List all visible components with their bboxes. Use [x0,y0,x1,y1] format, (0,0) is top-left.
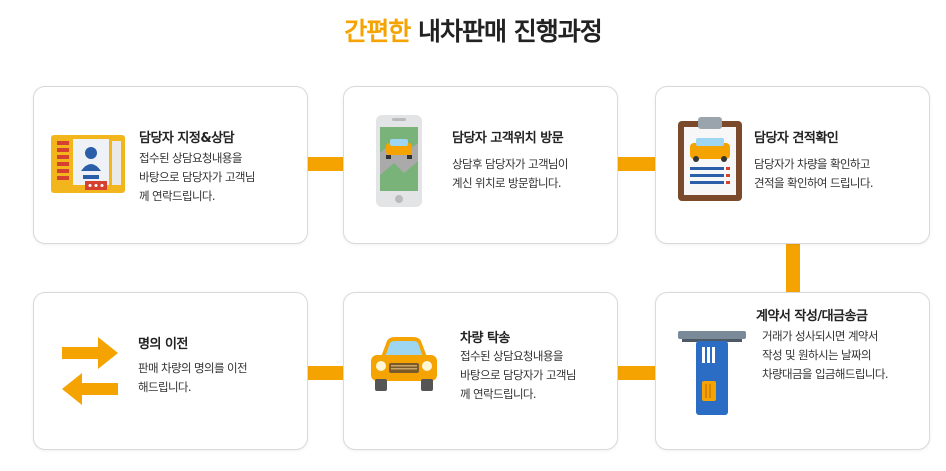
step-card-agent-assignment: 담당자 지정&상담 접수된 상담요청내용을 바탕으로 담당자가 고객님 께 연락… [33,86,308,244]
clipboard-car-icon [676,113,744,207]
agent-id-card-icon [49,133,127,199]
step-card-estimate-check: 담당자 견적확인 담당자가 차량을 확인하고 견적을 확인하여 드립니다. [655,86,930,244]
connector-3-4 [786,244,800,292]
step-title: 담당자 지정&상담 [139,131,235,146]
step-description: 접수된 상담요청내용을 바탕으로 담당자가 고객님 께 연락드립니다. [139,151,255,203]
atm-card-icon [676,331,748,421]
step-description: 상담후 담당자가 고객님이 계신 위치로 방문합니다. [452,157,568,190]
connector-5-6 [308,366,343,380]
step-card-vehicle-delivery: 차량 탁송 접수된 상담요청내용을 바탕으로 담당자가 고객님 께 연락드립니다… [343,292,618,450]
step-title: 차량 탁송 [460,331,510,346]
step-card-contract-payment: 계약서 작성/대금송금 거래가 성사되시면 계약서 작성 및 원하시는 날짜의 … [655,292,930,450]
step-title: 담당자 견적확인 [754,131,839,146]
step-card-ownership-transfer: 명의 이전 판매 차량의 명의를 이전 해드립니다. [33,292,308,450]
step-title: 계약서 작성/대금송금 [756,309,868,324]
transfer-arrows-icon [60,333,120,413]
step-card-customer-visit: 담당자 고객위치 방문 상담후 담당자가 고객님이 계신 위치로 방문합니다. [343,86,618,244]
title-accent: 간편한 [344,17,411,46]
connector-4-5 [618,366,655,380]
page-title: 간편한 내차판매 진행과정 [0,12,946,48]
step-description: 판매 차량의 명의를 이전 해드립니다. [138,361,248,394]
step-title: 명의 이전 [138,337,188,352]
title-rest: 내차판매 진행과정 [418,17,603,46]
step-description: 담당자가 차량을 확인하고 견적을 확인하여 드립니다. [754,157,874,190]
step-title: 담당자 고객위치 방문 [452,131,564,146]
connector-1-2 [308,157,343,171]
phone-map-car-icon [374,113,424,213]
step-description: 거래가 성사되시면 계약서 작성 및 원하시는 날짜의 차량대금을 입금해드립니… [762,329,888,381]
step-description: 접수된 상담요청내용을 바탕으로 담당자가 고객님 께 연락드립니다. [460,349,576,401]
connector-2-3 [618,157,655,171]
car-front-icon [369,335,439,399]
